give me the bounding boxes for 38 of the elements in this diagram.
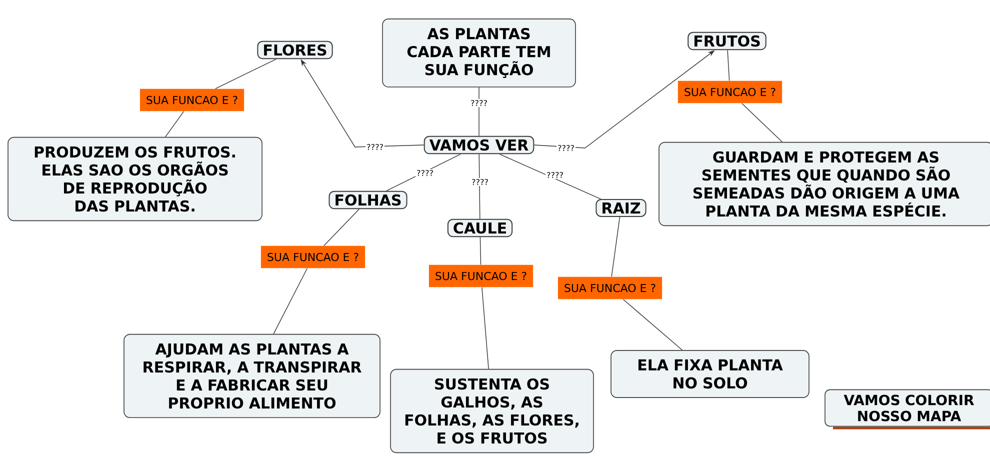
- topic-box: FLORES: [257, 40, 333, 60]
- connector: [480, 236, 482, 265]
- description-box: AJUDAM AS PLANTAS A RESPIRAR, A TRANSPIRAR E A FABRICAR SEU PROPRIO ALIMENTO: [124, 334, 380, 418]
- connector: [482, 287, 489, 370]
- connector: [499, 154, 602, 200]
- edge-label: ????: [470, 99, 488, 107]
- connector: [324, 208, 360, 246]
- topic-box: RAIZ: [596, 199, 646, 217]
- note-box: VAMOS COLORIR NOSSO MAPA: [824, 389, 990, 430]
- question-tag: SUA FUNCAO E ?: [140, 88, 244, 112]
- question-tag: SUA FUNCAO E ?: [428, 264, 534, 288]
- connector: [478, 154, 480, 220]
- topic-box: CAULE: [447, 218, 513, 238]
- question-tag: SUA FUNCAO E ?: [678, 80, 782, 104]
- topic-box: VAMOS VER: [424, 136, 534, 154]
- description-box: SUSTENTA OS GALHOS, AS FOLHAS, AS FLORES, E OS FRUTOS: [390, 368, 594, 454]
- description-box: ELA FIXA PLANTA NO SOLO: [610, 350, 810, 398]
- connector: [478, 87, 480, 136]
- connector: [727, 50, 730, 81]
- connector: [273, 268, 308, 334]
- question-tag: SUA FUNCAO E ?: [558, 276, 662, 300]
- connector: [215, 58, 276, 89]
- description-box: GUARDAM E PROTEGEM AS SEMENTES QUE QUANDO SÃO SEMEADAS DÃO ORIGEM A UMA PLANTA DA MESMA ESPÉCIE.: [658, 142, 990, 226]
- edge-label: ????: [546, 171, 564, 179]
- topic-box: FRUTOS: [688, 32, 766, 50]
- description-box: AS PLANTAS CADA PARTE TEM SUA FUNÇÃO: [382, 18, 576, 88]
- connector: [611, 216, 620, 277]
- question-tag: SUA FUNCAO E ?: [260, 246, 366, 268]
- edge-label: ????: [416, 169, 434, 177]
- connector: [386, 154, 461, 192]
- edge-label: ????: [470, 178, 490, 186]
- edge-label: ????: [556, 144, 576, 152]
- connector: [742, 103, 782, 142]
- connector: [165, 111, 184, 138]
- edge-label: ????: [366, 143, 384, 151]
- connector: [622, 299, 682, 350]
- topic-box: FOLHAS: [328, 190, 408, 210]
- description-box: PRODUZEM OS FRUTOS. ELAS SAO OS ORGÃOS DE REPRODUÇÃO DAS PLANTAS.: [8, 136, 262, 222]
